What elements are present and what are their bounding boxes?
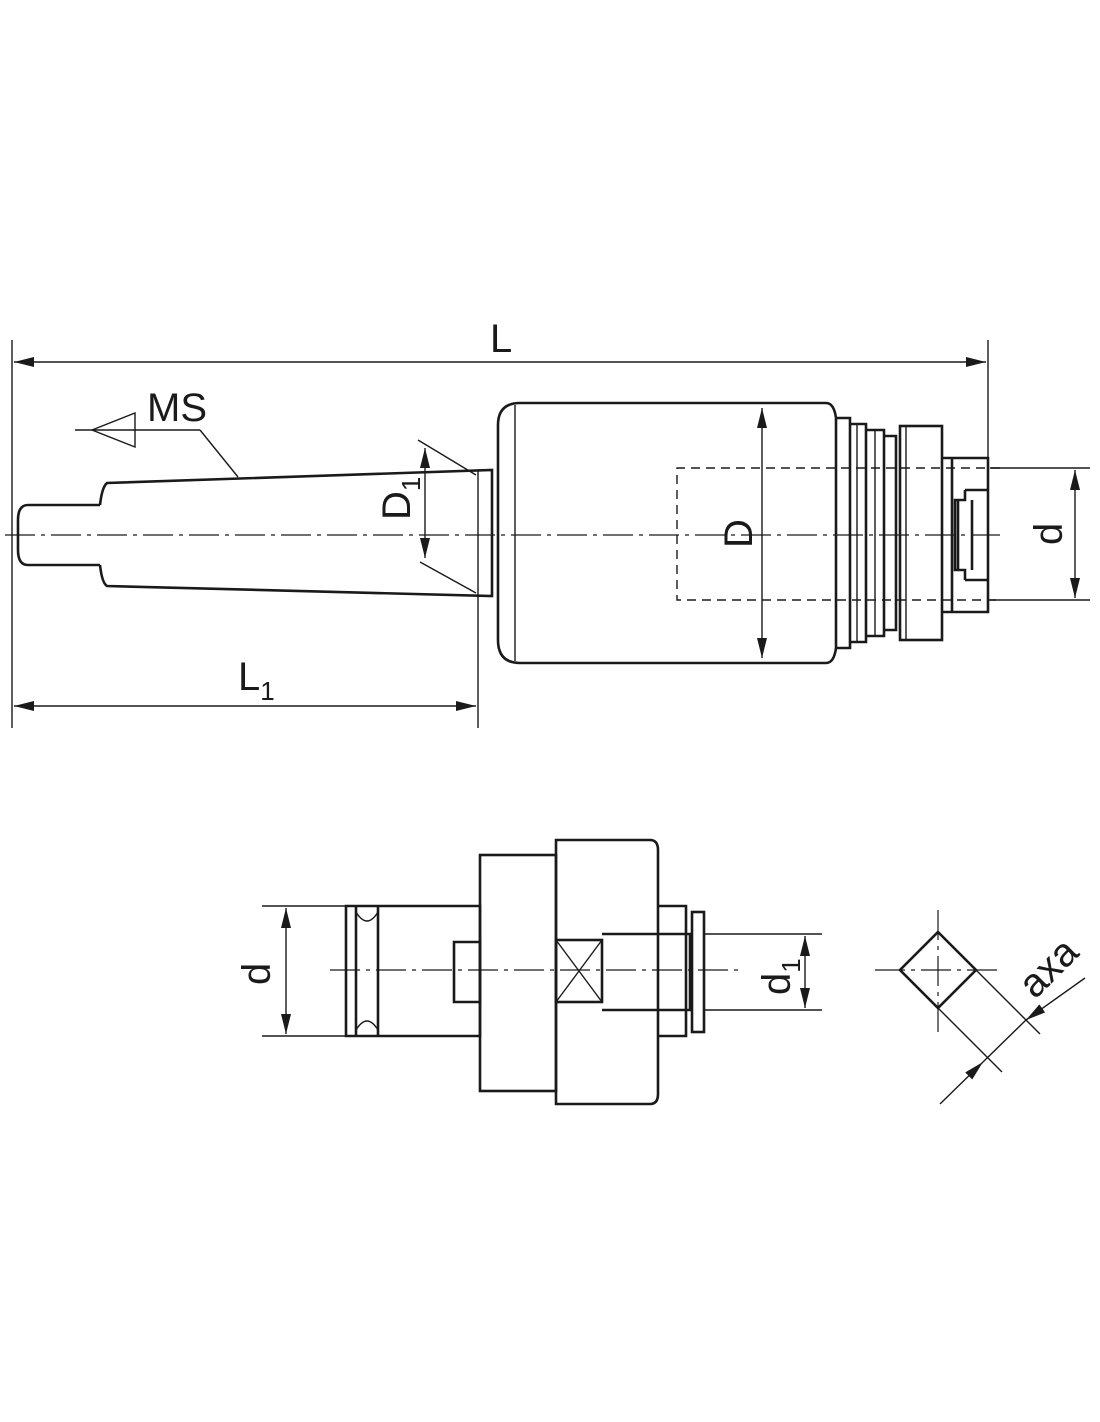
- side-view: L L1 D1 D d MS: [5, 317, 1090, 728]
- nose: [942, 456, 990, 614]
- square-drive: [554, 938, 604, 1004]
- dim-d1-label: d1: [755, 958, 806, 995]
- dim-d-bottom-label: d: [235, 963, 279, 985]
- adapter-ring: [690, 910, 706, 1034]
- dim-L1-label: L1: [238, 655, 275, 706]
- axa-label: axa: [1010, 929, 1087, 1006]
- adapter-groove-lines: [354, 906, 380, 1036]
- nose-key: [956, 500, 974, 570]
- adapter-pin: [602, 932, 692, 1012]
- dim-D1-label: D1: [375, 477, 426, 520]
- dim-D1-ext-bottom: [419, 561, 477, 594]
- axa-arrow-top: [1025, 977, 1086, 1021]
- ring-1: [836, 416, 852, 650]
- shank-tip: [16, 503, 100, 567]
- adapter-view: d d1: [235, 838, 822, 1106]
- adapter-key: [452, 940, 482, 1004]
- square-detail: axa: [875, 910, 1087, 1105]
- bore-hidden-lines: [676, 467, 1000, 601]
- taper-shank: [98, 468, 494, 598]
- collar: [898, 424, 944, 642]
- adapter-body: [478, 853, 558, 1093]
- square-drive-cross: [555, 939, 603, 1003]
- adapter-sleeve: [658, 904, 688, 1038]
- axa-ext-top: [975, 969, 1041, 1035]
- dim-D-label: D: [717, 519, 761, 548]
- adapter-groove-arc: [355, 911, 379, 1031]
- main-body: [496, 401, 838, 665]
- nose-slot: [953, 488, 988, 582]
- axa-ext-bottom: [937, 1007, 1003, 1073]
- ms-label: MS: [147, 386, 207, 430]
- dim-d-top-label: d: [1027, 523, 1071, 545]
- axa-arrow-bottom: [939, 1061, 984, 1105]
- ring-2: [850, 422, 868, 644]
- ring-4: [884, 434, 898, 632]
- dim-L-label: L: [490, 317, 512, 361]
- adapter-shank: [344, 904, 482, 1038]
- taper-symbol-icon: [90, 411, 136, 449]
- ms-leader: [199, 429, 239, 478]
- adapter-collar: [554, 838, 660, 1106]
- dim-D1-ext-top: [417, 439, 477, 476]
- axa-dim-line: [982, 1019, 1027, 1063]
